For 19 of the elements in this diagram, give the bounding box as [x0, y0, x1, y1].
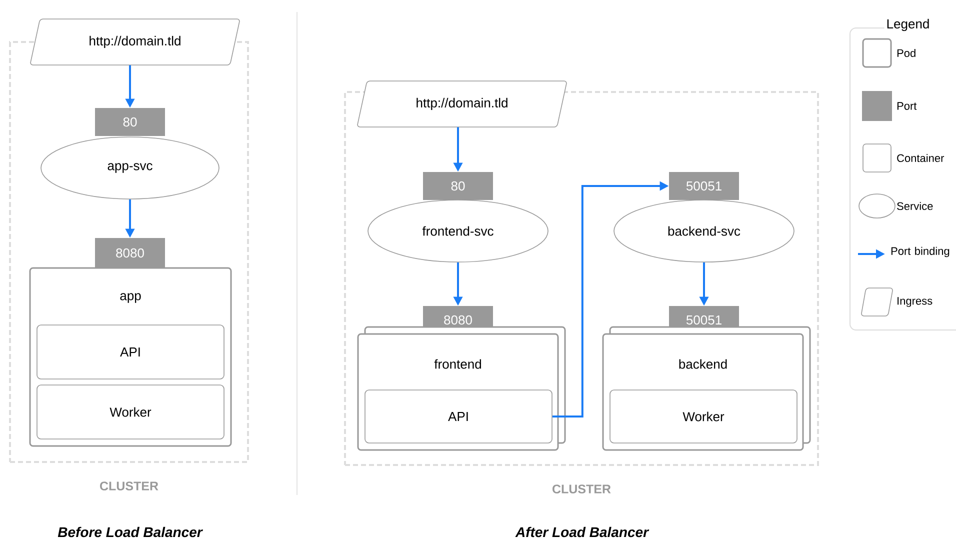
- container-box: Worker: [36, 384, 224, 440]
- port-box: 80: [95, 108, 165, 136]
- node-label: CLUSTER: [100, 482, 158, 490]
- legend-label: Port: [897, 102, 917, 110]
- container-box: API: [364, 390, 552, 444]
- caption: Before Load Balancer: [58, 526, 203, 538]
- legend-label: Container: [897, 154, 944, 162]
- caption: After Load Balancer: [515, 526, 650, 538]
- legend-title: Legend: [884, 16, 932, 34]
- legend-label: Port binding: [891, 246, 950, 258]
- port-box: 80: [423, 172, 493, 200]
- legend-label: Pod: [897, 48, 916, 58]
- legend-label: Service: [897, 202, 933, 210]
- port-box: 8080: [95, 238, 165, 268]
- container-box: API: [36, 324, 224, 380]
- container-box: Worker: [610, 390, 798, 444]
- node-label: CLUSTER: [552, 484, 611, 494]
- legend-label: Ingress: [898, 297, 932, 307]
- port-box: 50051: [669, 172, 739, 200]
